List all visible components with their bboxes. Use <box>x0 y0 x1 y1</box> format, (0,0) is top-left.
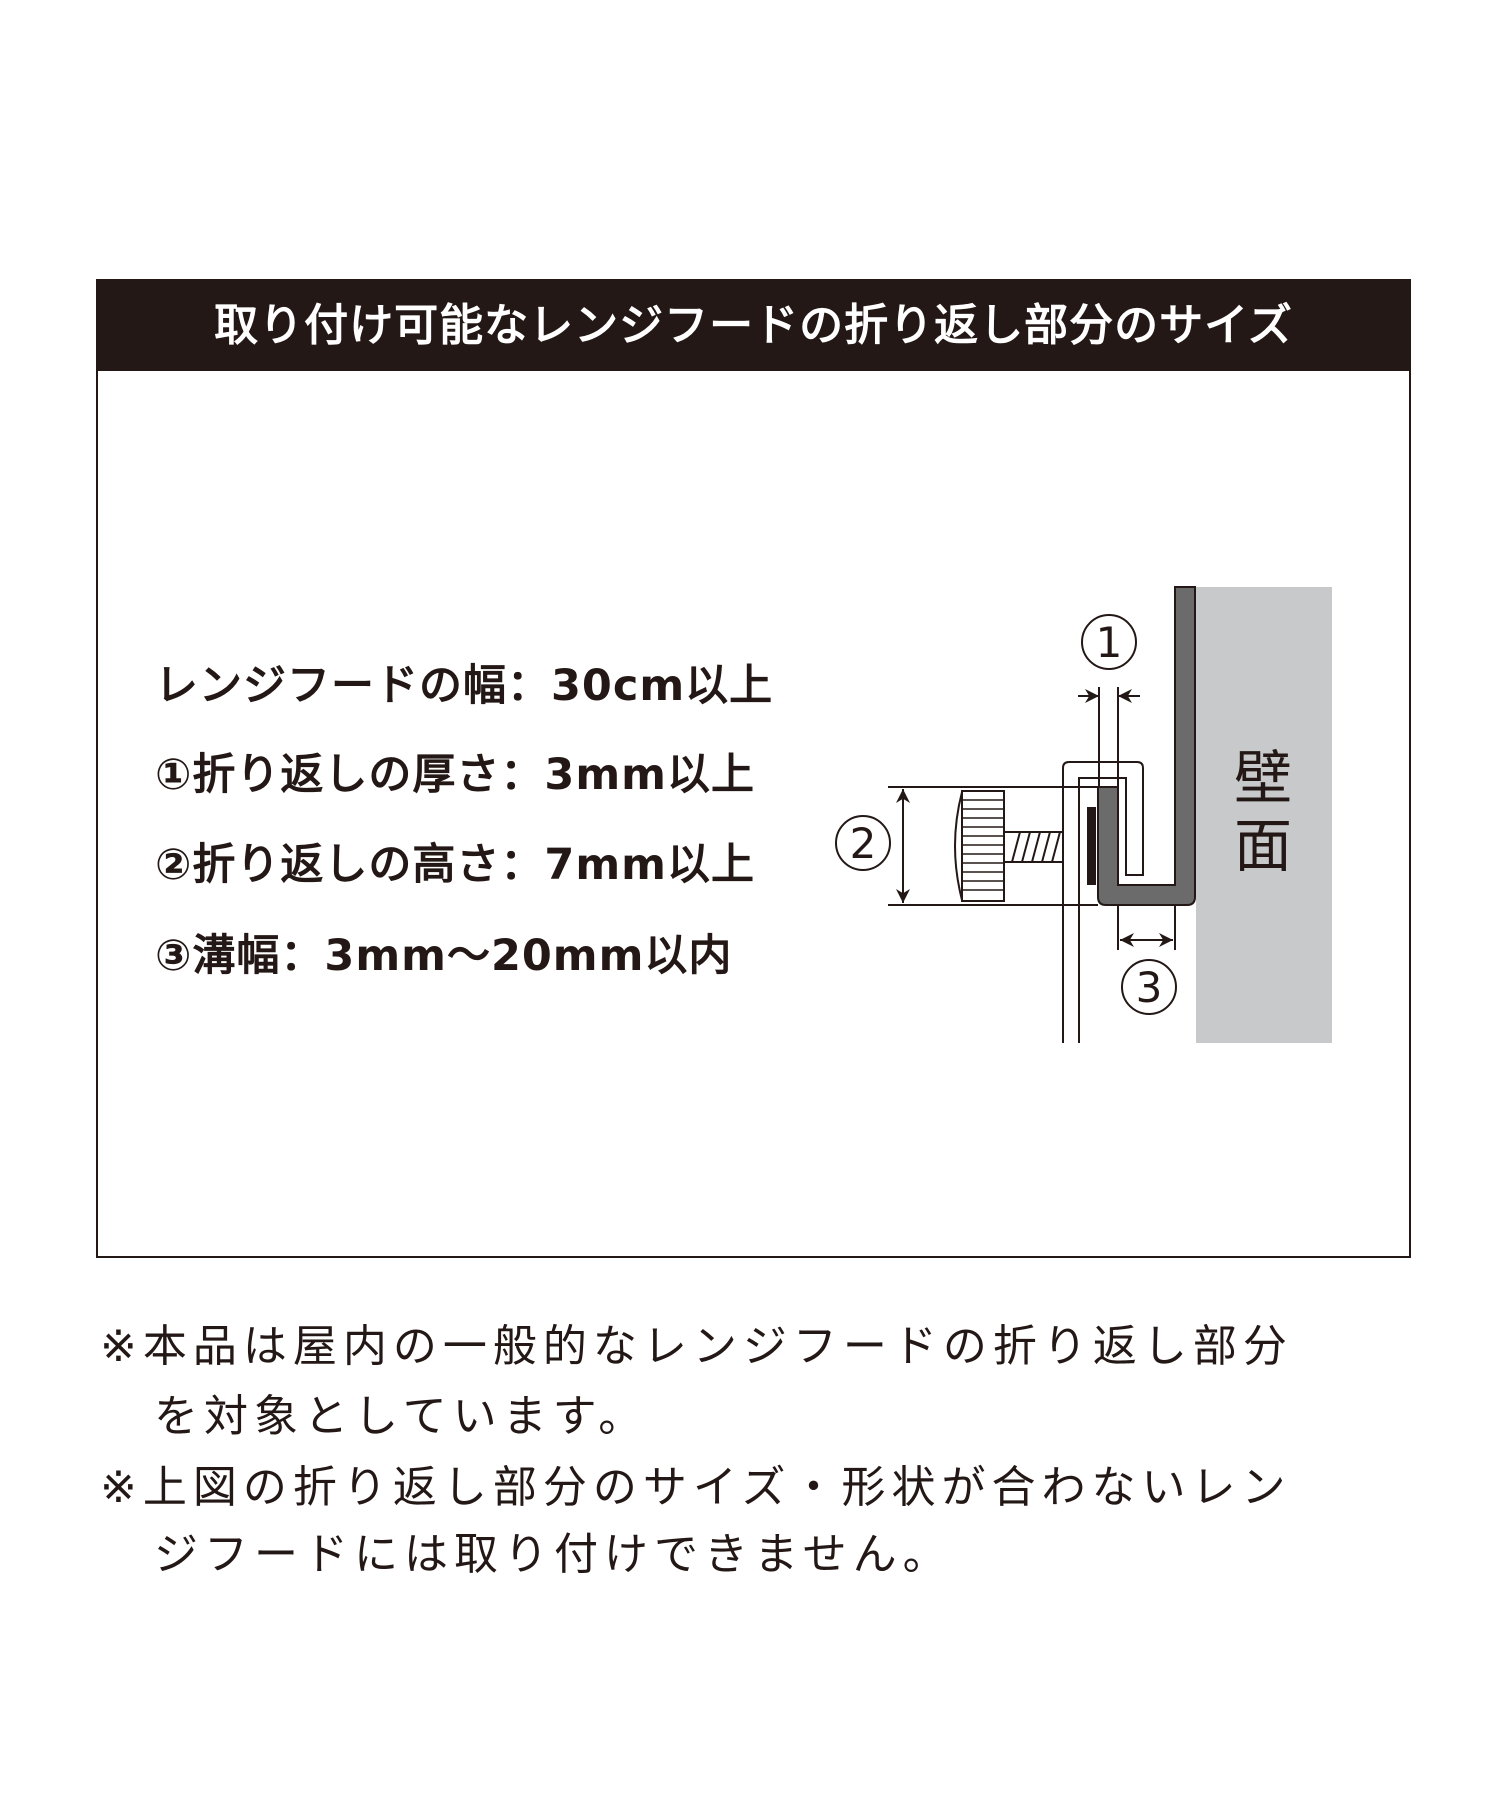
screw <box>1003 831 1064 863</box>
label-1-num: 1 <box>1096 618 1123 667</box>
note-1-line-2: を対象としています。 <box>154 1391 649 1442</box>
spec-groove-width: ③溝幅：3mm〜20mm以内 <box>155 931 733 981</box>
range-hood-edge <box>1097 586 1196 906</box>
clip-outer <box>1062 761 1144 1043</box>
note-1-line-1: ※本品は屋内の一般的なレンジフードの折り返し部分 <box>100 1321 1293 1372</box>
size-panel: 取り付け可能なレンジフードの折り返し部分のサイズ レンジフードの幅：30cm以上… <box>96 279 1411 1258</box>
label-2-num: 2 <box>850 819 877 868</box>
wall-label-2: 面 <box>1234 812 1292 880</box>
wall-label-1: 壁 <box>1234 744 1292 812</box>
panel-title: 取り付け可能なレンジフードの折り返し部分のサイズ <box>98 281 1409 371</box>
clip-pad <box>1087 807 1096 885</box>
note-2-line-1: ※上図の折り返し部分のサイズ・形状が合わないレン <box>100 1462 1292 1513</box>
spec-height: ②折り返しの高さ：7mm以上 <box>155 840 755 890</box>
label-3-num: 3 <box>1136 963 1163 1012</box>
dimension-3 <box>1117 905 1177 1015</box>
spec-thickness: ①折り返しの厚さ：3mm以上 <box>155 750 755 800</box>
dimension-1 <box>1078 614 1140 787</box>
note-2-line-2: ジフードには取り付けできません。 <box>154 1529 953 1580</box>
wall <box>1196 587 1332 1043</box>
dimension-2 <box>835 786 1118 906</box>
thumb-knob <box>954 790 1005 902</box>
spec-width: レンジフードの幅：30cm以上 <box>155 661 774 711</box>
